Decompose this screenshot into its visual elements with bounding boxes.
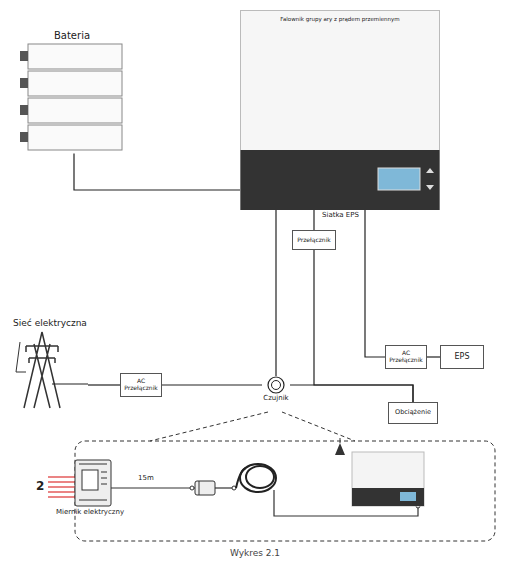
wire [290,385,413,402]
load-box: Obciążenie [388,402,438,424]
ct-clamp-line [199,481,200,495]
inverter-housing [241,11,440,210]
battery-module [28,44,122,69]
node-label: Bateria [54,30,90,42]
battery-terminal [20,105,28,115]
meter-icon [52,458,128,508]
node-label: Miernik elektryczny [56,508,124,516]
node-label: Obciążenie [395,409,431,416]
wire [162,384,262,385]
connector [190,486,194,490]
inset-frame [75,441,495,541]
sensor-symbol [262,376,290,394]
battery-terminal [20,51,28,61]
node-label: AC Przełącznik [388,350,424,364]
callout-line [282,412,355,441]
wire [365,210,385,357]
inverter-display [378,168,420,190]
sensor-ring [268,377,284,393]
cable-length: 15m [138,474,154,482]
coil-loop [246,466,274,488]
current-sensor: Czujnik [262,376,290,402]
node-label: Przełącznik [297,237,331,244]
ac-switch-box: AC Przełącznik [120,373,162,397]
node-label: Czujnik [263,394,288,402]
coil-end [236,468,246,488]
inverter-icon [352,452,424,506]
node-label: EPS [455,352,470,361]
cable [111,487,195,488]
inverter-box: Falownik grupy ary z prądem przemiennym [240,10,440,210]
cable [215,487,232,488]
wire [48,476,75,477]
ac-switch-box: AC Przełącznik [385,345,427,369]
callout-line [150,412,268,441]
battery-modules [18,42,126,154]
sensor-core [272,381,281,390]
meter-body [75,460,111,506]
wire [313,210,314,230]
wire [314,250,413,402]
inverter-band [241,150,440,210]
inverter-display [400,492,416,501]
wire [48,496,75,497]
inverter-band [352,488,424,506]
power-grid: Sieć elektryczna [12,318,88,412]
battery-module [28,98,122,123]
electric-meter: Miernik elektryczny [52,458,128,516]
switch-box: Przełącznik [292,230,336,250]
pylon-back [16,342,26,372]
antenna [340,438,341,443]
callout-number: 2 [36,480,44,494]
wire [74,154,240,191]
node-label: Falownik grupy ary z prądem przemiennym [280,16,399,22]
wire [48,481,75,482]
antenna-icon [335,438,345,455]
pylon-icon [12,328,88,412]
eps-box: EPS [440,345,484,369]
ct-clamp [195,481,215,495]
figure-caption: Wykres 2.1 [200,548,310,558]
node-label: Sieć elektryczna [13,318,87,328]
battery-module [28,125,122,150]
battery-terminal [20,78,28,88]
node-label: AC Przełącznik [123,378,159,392]
pylon-lattice [24,332,60,408]
wire [48,491,75,492]
wire [48,486,75,487]
battery-module [28,71,122,96]
antenna [335,443,345,455]
wire [88,384,120,385]
cable-coil [236,464,276,492]
grid-wire [52,384,88,385]
input-wires [48,477,75,497]
battery-terminal [20,132,28,142]
meter-terminals [79,464,107,500]
wire [427,356,440,357]
port-label: Siatka EPS [322,211,359,219]
meter-screen [82,470,98,490]
wire [275,210,276,376]
pylon [16,332,60,408]
inverter-buttons [426,168,434,190]
inverter-body [240,10,440,210]
battery-stack: Bateria [18,30,126,154]
